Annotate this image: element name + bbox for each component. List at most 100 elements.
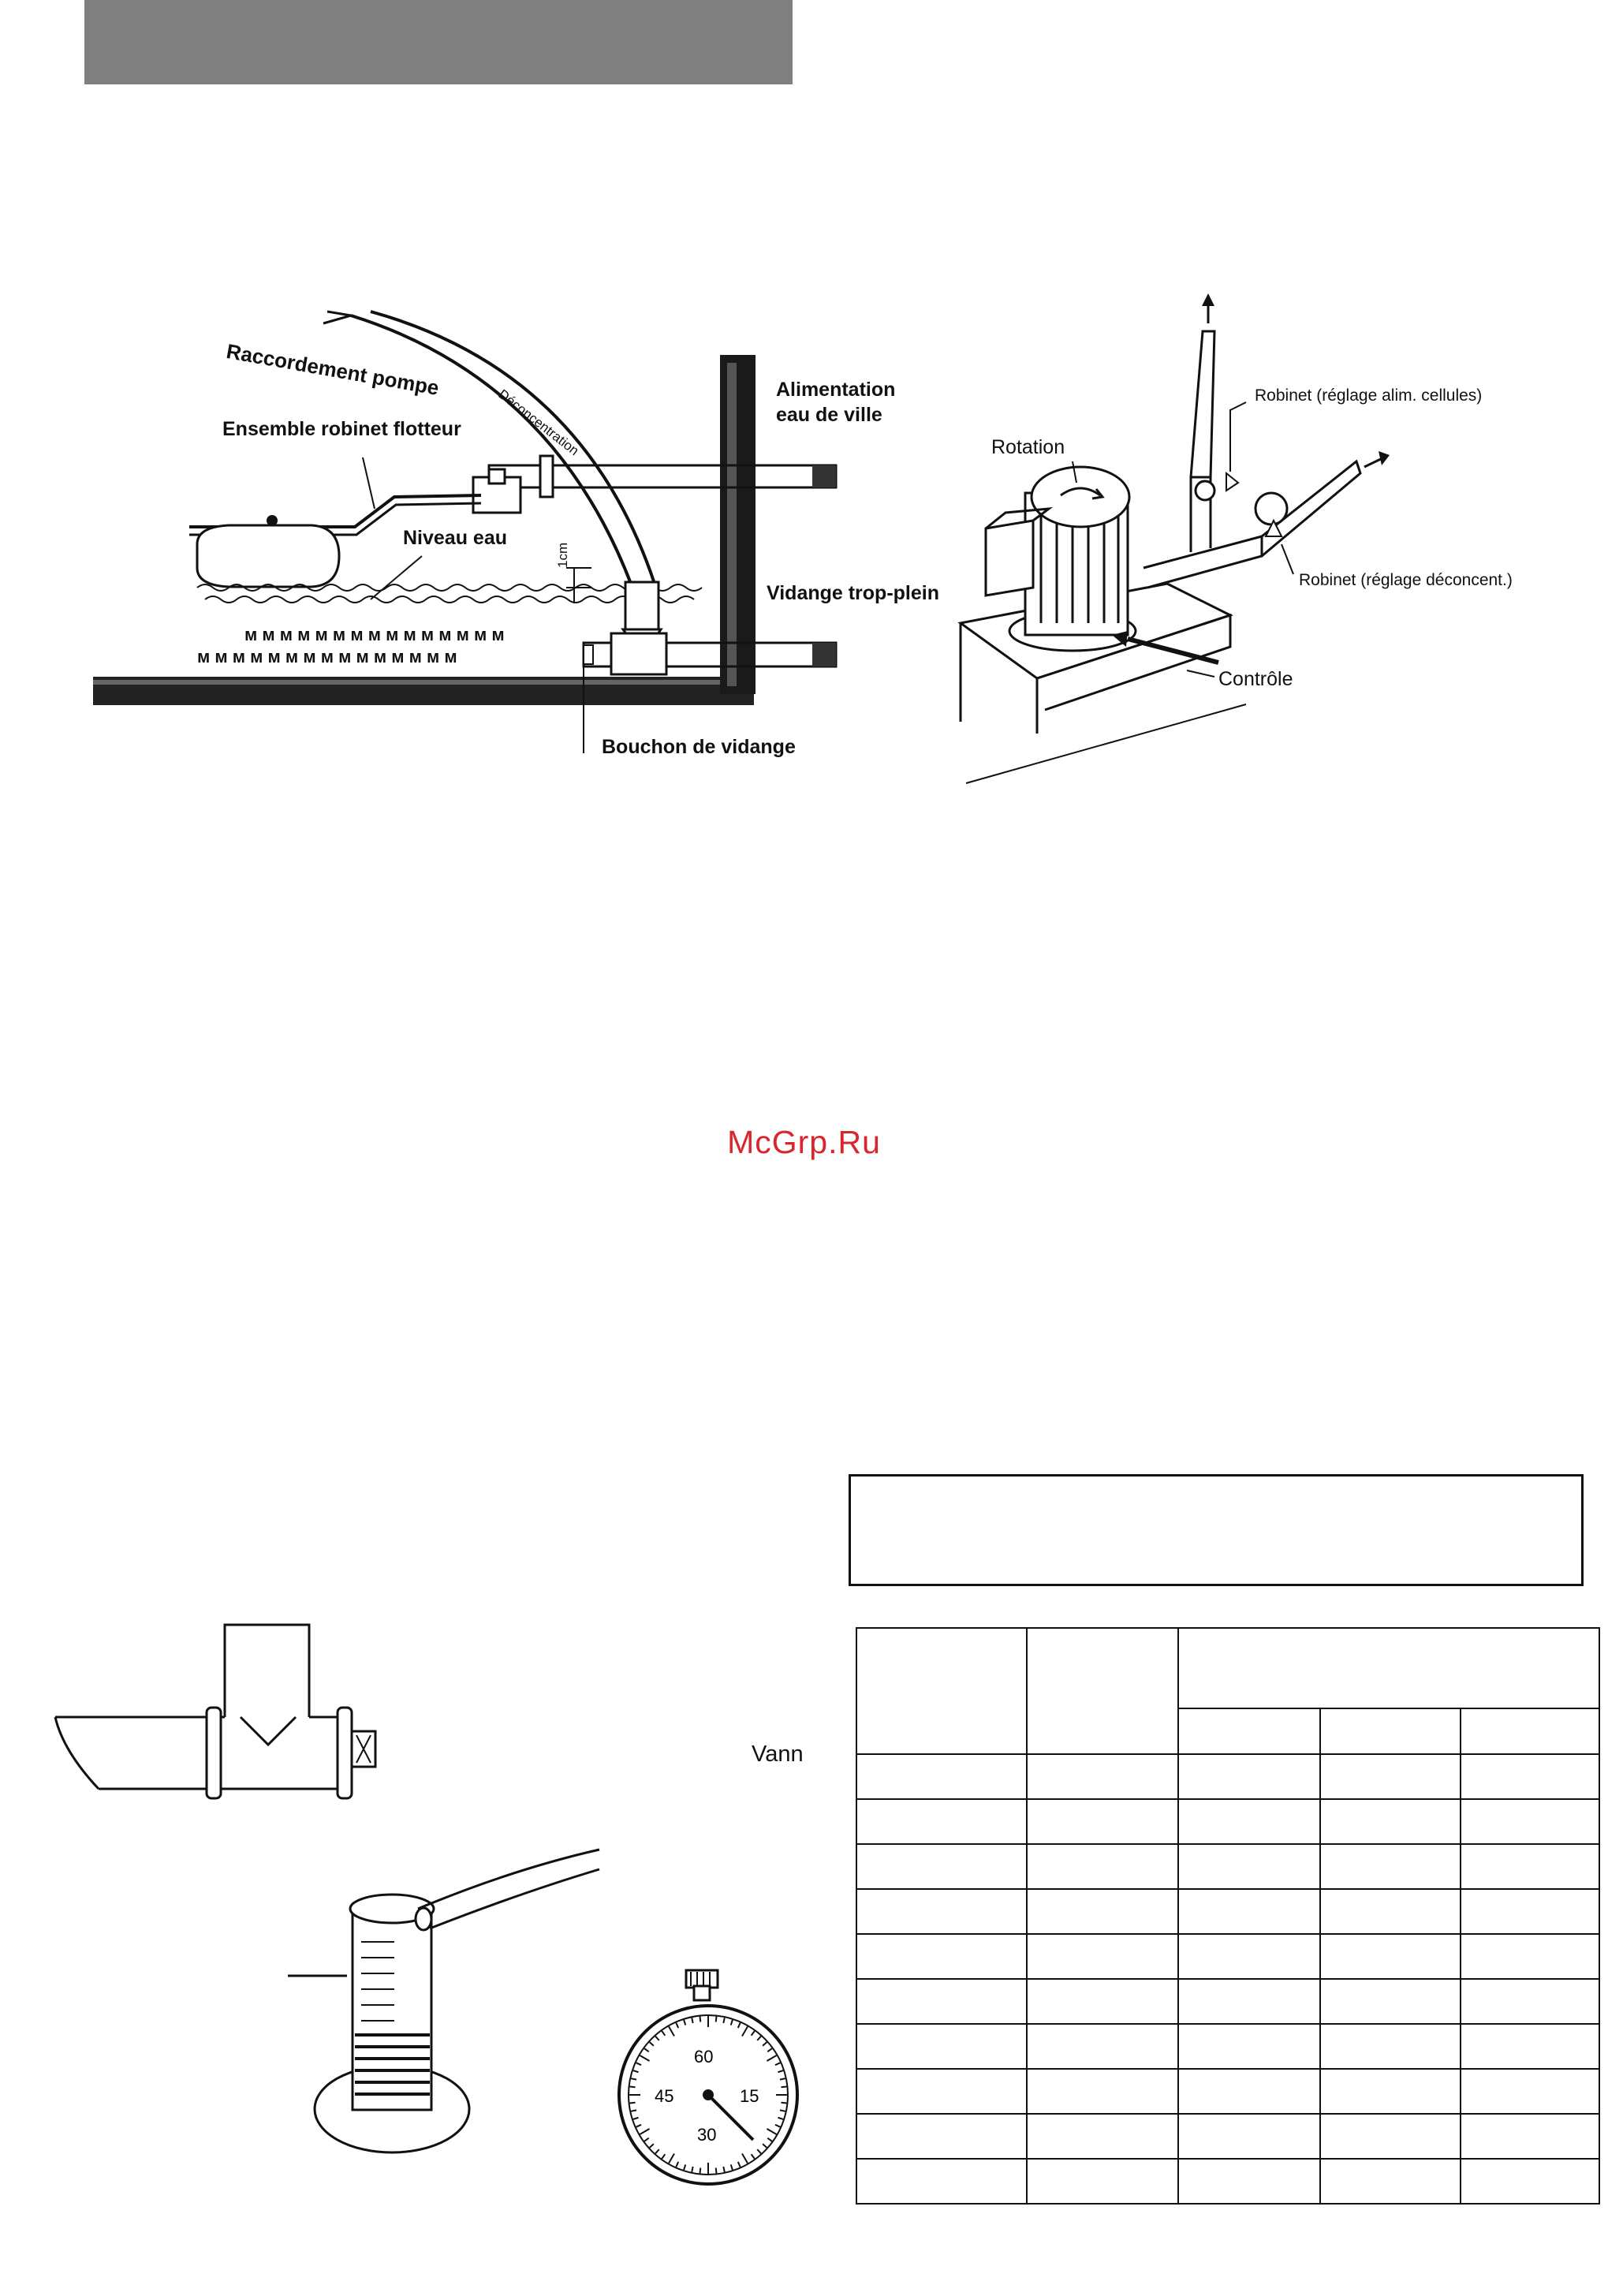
table-cell bbox=[1026, 1978, 1179, 2025]
table-subheader-cell bbox=[1319, 1708, 1461, 1755]
stopwatch-tick bbox=[729, 2019, 733, 2025]
table-cell bbox=[856, 2113, 1028, 2160]
stopwatch-tick bbox=[737, 2022, 741, 2029]
label-bouchon: Bouchon de vidange bbox=[602, 736, 796, 758]
table-cell bbox=[1177, 1843, 1321, 1890]
table-cell bbox=[856, 2068, 1028, 2115]
stopwatch-tick bbox=[722, 2017, 726, 2024]
stopwatch-tick bbox=[779, 2078, 786, 2081]
label-vidange: Vidange trop-plein bbox=[767, 582, 939, 604]
table-cell bbox=[1026, 2113, 1179, 2160]
stopwatch-tick bbox=[636, 2062, 642, 2066]
stopwatch-tick bbox=[644, 2137, 650, 2142]
stopwatch-tick bbox=[655, 2149, 660, 2154]
stopwatch-tick bbox=[729, 2164, 733, 2171]
stopwatch-tick bbox=[741, 2025, 748, 2037]
table-cell bbox=[1460, 2068, 1600, 2115]
stopwatch-tick bbox=[675, 2022, 680, 2029]
stopwatch-tick bbox=[750, 2030, 755, 2037]
stopwatch-tick bbox=[675, 2161, 680, 2167]
table-cell bbox=[1177, 2023, 1321, 2070]
table-cell bbox=[856, 1843, 1028, 1890]
table-cell bbox=[1319, 2068, 1461, 2115]
stopwatch-mark-15: 15 bbox=[740, 2086, 759, 2106]
stopwatch-tick bbox=[766, 2128, 778, 2135]
label-niveau-eau: Niveau eau bbox=[403, 527, 508, 549]
table-header-cell bbox=[856, 1627, 1028, 1755]
table-cell bbox=[1177, 1753, 1321, 1800]
stopwatch-tick bbox=[762, 2041, 767, 2047]
stopwatch-tick bbox=[649, 2143, 655, 2149]
stopwatch-tick bbox=[668, 2152, 675, 2164]
stopwatch-tick bbox=[722, 2166, 726, 2173]
stopwatch-tick bbox=[639, 2128, 651, 2135]
table-cell bbox=[1177, 1933, 1321, 1980]
table-row bbox=[856, 2068, 1600, 2115]
stopwatch-tick bbox=[683, 2019, 687, 2025]
stopwatch-tick bbox=[714, 2167, 718, 2174]
stopwatch-tick bbox=[767, 2137, 773, 2142]
table-cell bbox=[1319, 1978, 1461, 2025]
table-cell bbox=[1460, 1753, 1600, 1800]
table-cell bbox=[1460, 1933, 1600, 1980]
watermark: McGrp.Ru bbox=[727, 1124, 881, 1160]
stopwatch-mark-30: 30 bbox=[697, 2125, 717, 2145]
table-cell bbox=[1026, 1753, 1179, 1800]
stopwatch-tick bbox=[774, 2062, 781, 2066]
table-row bbox=[856, 1843, 1600, 1890]
stopwatch-mark-45: 45 bbox=[655, 2086, 674, 2106]
table-cell bbox=[856, 1753, 1028, 1800]
table-cell bbox=[856, 2158, 1028, 2205]
stopwatch-tick bbox=[632, 2116, 639, 2120]
table-cell bbox=[1319, 1798, 1461, 1845]
stopwatch-tick bbox=[655, 2036, 660, 2041]
table-cell bbox=[1319, 2113, 1461, 2160]
stopwatch-tick bbox=[629, 2101, 636, 2104]
table-header-cell bbox=[1026, 1627, 1179, 1755]
stopwatch-tick bbox=[636, 2123, 642, 2128]
stopwatch-tick bbox=[661, 2153, 666, 2160]
table-cell bbox=[1319, 1933, 1461, 1980]
table-cell bbox=[1026, 1933, 1179, 1980]
table-cell bbox=[1177, 2158, 1321, 2205]
stopwatch-tick bbox=[779, 2109, 786, 2112]
table-cell bbox=[1319, 1753, 1461, 1800]
stopwatch-tick bbox=[699, 2016, 702, 2022]
table-cell bbox=[1177, 1978, 1321, 2025]
table-cell bbox=[1026, 1888, 1179, 1935]
table-cell bbox=[856, 1978, 1028, 2025]
stopwatch-tick bbox=[781, 2085, 787, 2089]
table-cell bbox=[856, 1798, 1028, 1845]
table-cell bbox=[1460, 1888, 1600, 1935]
stopwatch-tick bbox=[649, 2041, 655, 2047]
table-row bbox=[856, 1798, 1600, 1845]
stopwatch-tick bbox=[756, 2036, 762, 2041]
table-cell bbox=[1177, 2113, 1321, 2160]
table-header-row bbox=[856, 1627, 1600, 1755]
stopwatch-tick bbox=[737, 2161, 741, 2167]
stopwatch-tick bbox=[630, 2078, 637, 2081]
stopwatch-tick bbox=[781, 2101, 787, 2104]
stopwatch-tick bbox=[762, 2143, 767, 2149]
table-cell bbox=[856, 2023, 1028, 2070]
table-row bbox=[856, 1753, 1600, 1800]
stopwatch-tick bbox=[632, 2070, 639, 2074]
table-cell bbox=[1177, 1798, 1321, 1845]
stopwatch-tick bbox=[668, 2025, 675, 2037]
stopwatch-tick bbox=[630, 2109, 637, 2112]
table-subheader-cell bbox=[1177, 1708, 1321, 1755]
stopwatch-tick bbox=[714, 2016, 718, 2022]
stopwatch-tick bbox=[741, 2152, 748, 2164]
table-cell bbox=[1177, 2068, 1321, 2115]
stopwatch-tick bbox=[774, 2123, 781, 2128]
stopwatch-tick bbox=[750, 2153, 755, 2160]
stopwatch-tick bbox=[683, 2164, 687, 2171]
stopwatch-tick bbox=[778, 2116, 784, 2120]
table-row bbox=[856, 2023, 1600, 2070]
stopwatch-tick bbox=[661, 2030, 666, 2037]
table-row bbox=[856, 1888, 1600, 1935]
